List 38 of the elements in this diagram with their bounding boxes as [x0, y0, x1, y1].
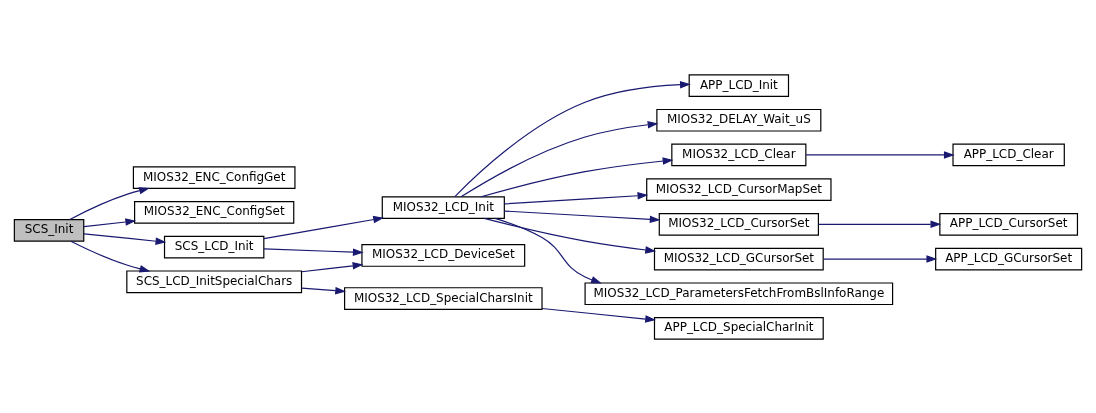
arrow: [503, 209, 661, 223]
node-box: MIOS32_LCD_DeviceSet: [361, 243, 526, 267]
node-box: APP_LCD_CursorSet: [939, 212, 1079, 236]
arrow: [301, 286, 347, 294]
node-box: APP_LCD_Clear: [952, 143, 1065, 166]
node-box: APP_LCD_GCursorSet: [935, 247, 1083, 270]
node-box: MIOS32_LCD_Clear: [671, 143, 807, 166]
arrow: [460, 120, 659, 197]
node-box: SCS_LCD_InitSpecialChars: [126, 269, 303, 293]
node-box: MIOS32_DELAY_Wait_uS: [656, 108, 822, 132]
arrow: [503, 191, 649, 204]
node-box: SCS_LCD_Init: [163, 235, 265, 258]
arrow: [263, 215, 385, 239]
arrow: [69, 186, 150, 220]
arrow: [541, 307, 656, 323]
arrow: [83, 217, 137, 227]
node-box: MIOS32_LCD_ParametersFetchFromBslInfoRange: [584, 281, 894, 305]
node-box: MIOS32_ENC_ConfigSet: [134, 200, 295, 224]
node-box: MIOS32_ENC_ConfigGet: [132, 165, 296, 189]
node-box: MIOS32_LCD_SpecialCharsInit: [344, 286, 543, 310]
arrow: [494, 217, 602, 283]
arrow: [817, 220, 942, 228]
arrow: [263, 247, 364, 256]
node-box: APP_LCD_SpecialCharInit: [653, 316, 824, 340]
node-box: MIOS32_LCD_CursorMapSet: [646, 177, 832, 201]
arrow: [805, 150, 955, 159]
arrow: [454, 80, 691, 197]
node-box: MIOS32_LCD_GCursorSet: [653, 247, 824, 270]
arrow: [480, 156, 674, 197]
arrow: [301, 261, 364, 272]
arrow: [70, 240, 151, 272]
arrow: [822, 254, 938, 263]
node-box: SCS_Init: [13, 218, 85, 242]
arrow: [483, 217, 657, 254]
node-box: MIOS32_LCD_Init: [381, 195, 505, 219]
node-box: APP_LCD_Init: [688, 73, 790, 97]
node-box: MIOS32_LCD_CursorSet: [658, 212, 819, 236]
arrow: [83, 232, 167, 245]
